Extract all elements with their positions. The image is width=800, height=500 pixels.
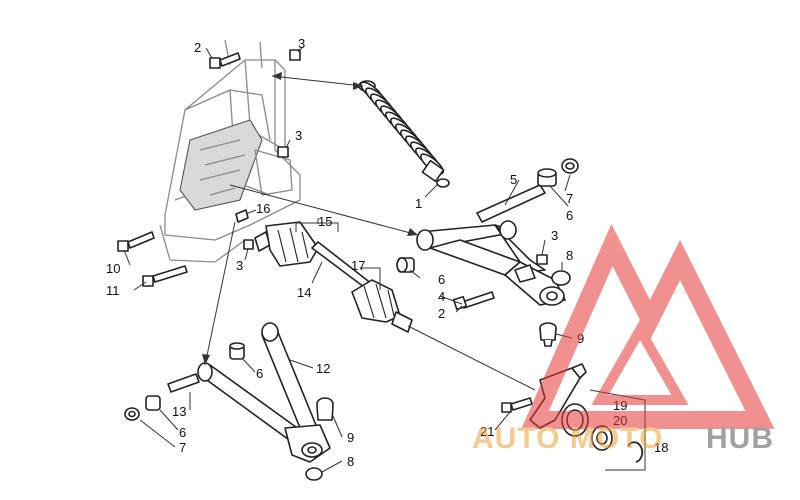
callout-8-lower: 8 <box>347 454 354 469</box>
upper-arm-nut <box>536 254 548 265</box>
bearing-seal <box>591 425 613 451</box>
callout-3-top: 3 <box>298 36 305 51</box>
lower-a-arm <box>197 322 331 463</box>
callout-10: 10 <box>106 261 120 276</box>
retaining-ring <box>627 441 644 463</box>
lower-mount-nut <box>243 239 254 250</box>
callout-3-frame: 3 <box>295 128 302 143</box>
callout-6-top: 6 <box>566 208 573 223</box>
lower-snap-ring <box>305 467 323 481</box>
watermark-logo: AUTO MOTO HUB <box>472 223 775 455</box>
lower-mount-bolt-10 <box>117 231 155 252</box>
callout-7-left: 7 <box>179 440 186 455</box>
upper-a-arm <box>416 220 566 306</box>
lower-mount-bolt-11 <box>142 265 188 287</box>
callout-16: 16 <box>256 201 270 216</box>
watermark-text-moto: MOTO <box>570 422 663 455</box>
lower-washer <box>124 407 140 421</box>
callout-6-lower: 6 <box>256 366 263 381</box>
callout-14: 14 <box>297 285 311 300</box>
lower-pivot-shaft <box>167 373 200 393</box>
callout-13: 13 <box>172 404 186 419</box>
upper-ball-joint <box>539 322 557 347</box>
knuckle-bolt <box>501 397 533 413</box>
callout-11: 11 <box>106 283 120 298</box>
callout-6-mid: 6 <box>438 272 445 287</box>
callout-3-lower: 3 <box>236 258 243 273</box>
upper-washer <box>561 158 579 174</box>
callout-15: 15 <box>318 214 332 229</box>
callout-12: 12 <box>316 361 330 376</box>
watermark-text-auto: AUTO <box>472 422 560 455</box>
lower-mount-bolt-16 <box>235 209 249 223</box>
callout-9-lower: 9 <box>347 430 354 445</box>
watermark-text-hub: HUB <box>706 422 774 455</box>
watermark-triangle-icon <box>521 223 775 429</box>
upper-bushing-left <box>396 257 415 273</box>
callout-2-top: 2 <box>194 40 201 55</box>
top-mount-nut <box>289 49 301 61</box>
callout-5: 5 <box>510 172 517 187</box>
upper-snap-ring <box>551 270 571 286</box>
lower-ball-joint <box>316 397 334 421</box>
upper-arm-bolt <box>452 291 495 311</box>
upper-bushing-right <box>537 168 557 187</box>
callout-2-upper: 2 <box>438 306 445 321</box>
callout-3-upper-arm: 3 <box>551 228 558 243</box>
callout-6-left: 6 <box>179 425 186 440</box>
drive-axle <box>254 221 413 333</box>
callout-18: 18 <box>654 440 668 455</box>
lower-bushing <box>229 342 245 360</box>
frame-nut <box>277 146 289 158</box>
upper-pivot-shaft <box>476 184 546 223</box>
top-mount-bolt <box>209 52 241 69</box>
callout-1: 1 <box>415 196 422 211</box>
callout-17: 17 <box>351 258 365 273</box>
callout-8-top: 8 <box>566 248 573 263</box>
callout-7-top: 7 <box>566 191 573 206</box>
lower-bushing-left <box>145 395 161 411</box>
shock-absorber <box>358 80 450 188</box>
callout-21: 21 <box>480 424 494 439</box>
callout-4: 4 <box>438 289 445 304</box>
